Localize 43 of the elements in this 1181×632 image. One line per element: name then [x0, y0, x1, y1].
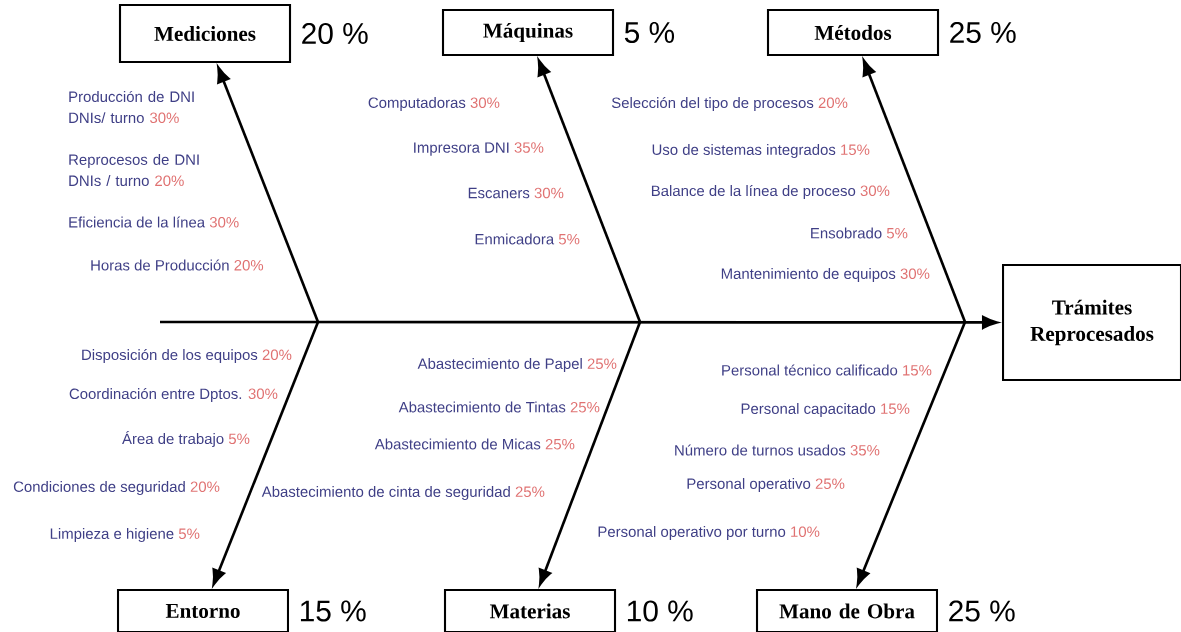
category-box: Entorno — [116, 588, 290, 632]
cause-label: Personal capacitado 15% — [741, 403, 910, 417]
category-box: Materias — [443, 588, 617, 632]
category-box: Métodos — [766, 8, 940, 57]
cause-label: Selección del tipo de procesos 20% — [611, 96, 848, 112]
cause-label: Escaners 30% — [468, 187, 564, 199]
cause-label: Área de trabajo 5% — [122, 430, 250, 447]
cause-label: Disposición de los equipos 20% — [82, 348, 292, 364]
percentage-label: 5 % — [624, 22, 675, 43]
result-box: Trámites Reprocesados — [1001, 263, 1181, 382]
cause-label: Reprocesos de DNI DNIs / turno 20% — [69, 153, 199, 186]
cause-label: Producción de DNI DNIs/ turno 30% — [69, 90, 194, 124]
percentage-label: 15 % — [300, 600, 366, 622]
cause-label: Horas de Producción 20% — [91, 259, 264, 271]
cause-label: Personal técnico calificado 15% — [722, 364, 932, 376]
percentage-label: 25 % — [950, 21, 1016, 44]
cause-label: Limpieza e higiene 5% — [50, 528, 200, 542]
cause-label: Personal operativo por turno 10% — [598, 526, 820, 540]
cause-label: Abastecimiento de Micas 25% — [374, 438, 575, 450]
category-box: Mano de Obra — [755, 588, 939, 632]
cause-label: Computadoras 30% — [368, 97, 500, 111]
arrow — [856, 321, 967, 586]
percentage-label: 25 % — [949, 600, 1015, 622]
percentage-label: 20 % — [302, 22, 368, 45]
category-box: Mediciones — [118, 3, 292, 64]
cause-label: Condiciones de seguridad 20% — [13, 481, 220, 495]
category-box: Máquinas — [441, 8, 615, 57]
cause-label: Eficiencia de la línea 30% — [69, 216, 239, 228]
cause-label: Abastecimiento de cinta de seguridad 25% — [261, 486, 545, 500]
cause-label: Personal operativo 25% — [687, 478, 845, 492]
cause-label: Número de turnos usados 35% — [675, 444, 880, 456]
cause-label: Coordinación entre Dptos. 30% — [69, 387, 278, 403]
cause-label: Enmicadora 5% — [475, 233, 580, 245]
percentage-label: 10 % — [627, 600, 693, 622]
arrow — [217, 66, 320, 323]
cause-label: Impresora DNI 35% — [414, 142, 544, 156]
cause-label: Mantenimiento de equipos 30% — [721, 268, 930, 282]
arrow — [862, 59, 967, 323]
arrow — [212, 321, 320, 586]
arrow — [537, 59, 642, 323]
cause-label: Uso de sistemas integrados 15% — [652, 144, 870, 158]
cause-label: Ensobrado 5% — [811, 227, 908, 239]
cause-label: Balance de la línea de proceso 30% — [651, 184, 890, 200]
